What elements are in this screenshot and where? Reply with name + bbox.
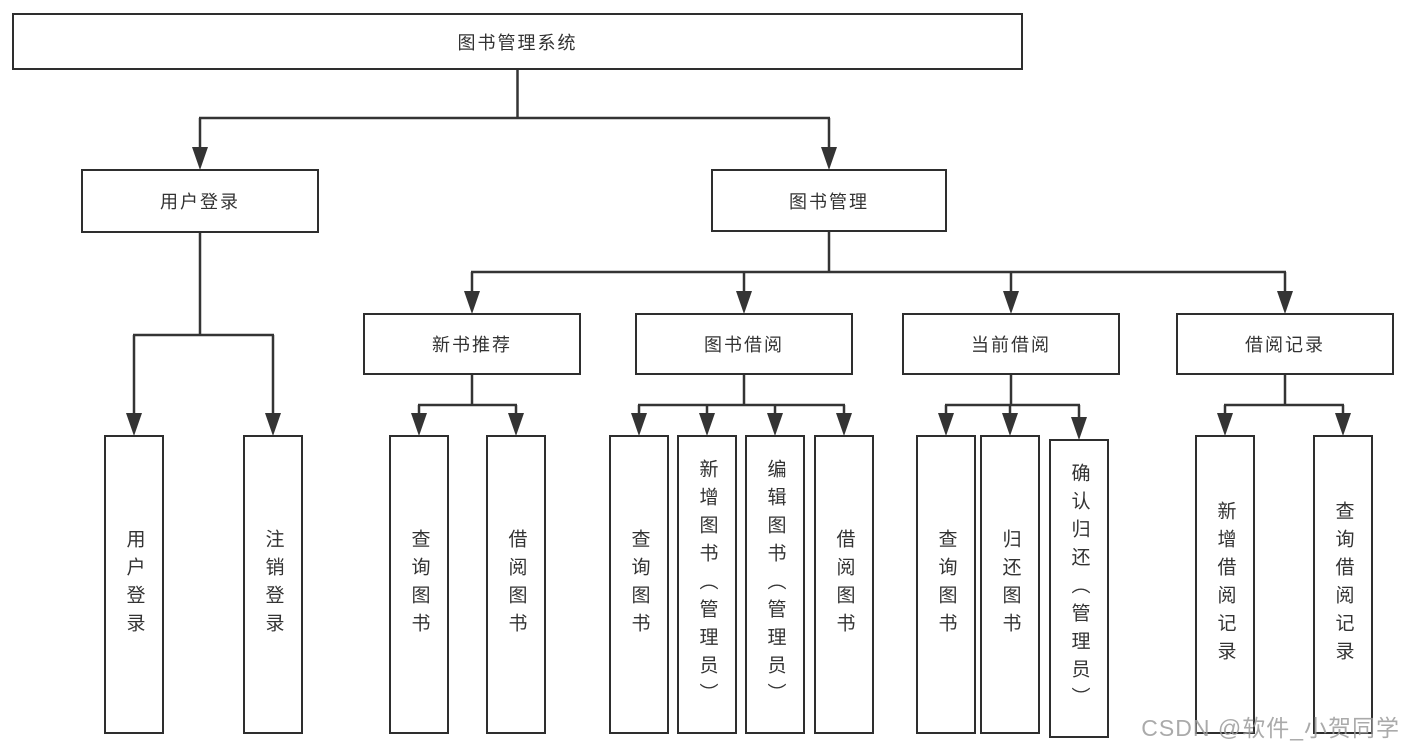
node-leaf-logout: 注销登录 xyxy=(243,435,303,734)
node-label-cat-new-books: 新书推荐 xyxy=(432,335,512,355)
node-leaf-cur-query: 查询图书 xyxy=(916,435,976,734)
node-label-leaf-rec-add: 新增借阅记录 xyxy=(1214,500,1236,669)
node-leaf-new-query: 查询图书 xyxy=(389,435,449,734)
node-leaf-bor-edit: 编辑图书（管理员） xyxy=(745,435,805,734)
watermark: CSDN @软件_小贺同学 xyxy=(1141,715,1400,741)
node-leaf-cur-confirm: 确认归还（管理员） xyxy=(1049,439,1109,738)
node-label-leaf-bor-query: 查询图书 xyxy=(628,528,650,641)
node-cat-records: 借阅记录 xyxy=(1176,313,1394,375)
node-book-mgmt: 图书管理 xyxy=(711,169,947,232)
node-label-leaf-bor-add: 新增图书（管理员） xyxy=(696,458,718,711)
node-leaf-rec-query: 查询借阅记录 xyxy=(1313,435,1373,734)
node-label-cat-current: 当前借阅 xyxy=(971,335,1051,355)
node-label-leaf-new-borrow: 借阅图书 xyxy=(505,528,527,641)
node-leaf-bor-query: 查询图书 xyxy=(609,435,669,734)
node-root: 图书管理系统 xyxy=(12,13,1023,70)
node-leaf-login: 用户登录 xyxy=(104,435,164,734)
node-label-root: 图书管理系统 xyxy=(457,32,578,53)
node-label-leaf-cur-confirm: 确认归还（管理员） xyxy=(1068,462,1090,715)
node-user-login: 用户登录 xyxy=(81,169,319,233)
node-label-leaf-bor-edit: 编辑图书（管理员） xyxy=(764,458,786,711)
node-label-leaf-cur-return: 归还图书 xyxy=(999,528,1021,641)
node-leaf-rec-add: 新增借阅记录 xyxy=(1195,435,1255,734)
node-label-leaf-login: 用户登录 xyxy=(123,528,145,641)
node-leaf-new-borrow: 借阅图书 xyxy=(486,435,546,734)
node-cat-borrowing: 图书借阅 xyxy=(635,313,853,375)
node-label-book-mgmt: 图书管理 xyxy=(789,191,869,212)
node-leaf-bor-add: 新增图书（管理员） xyxy=(677,435,737,734)
node-label-leaf-new-query: 查询图书 xyxy=(408,528,430,641)
node-leaf-bor-borrow: 借阅图书 xyxy=(814,435,874,734)
node-label-leaf-cur-query: 查询图书 xyxy=(935,528,957,641)
node-cat-current: 当前借阅 xyxy=(902,313,1120,375)
node-label-cat-borrowing: 图书借阅 xyxy=(704,335,784,355)
node-label-leaf-rec-query: 查询借阅记录 xyxy=(1332,500,1354,669)
node-label-cat-records: 借阅记录 xyxy=(1245,335,1325,355)
node-label-leaf-bor-borrow: 借阅图书 xyxy=(833,528,855,641)
node-label-user-login: 用户登录 xyxy=(160,192,240,212)
node-cat-new-books: 新书推荐 xyxy=(363,313,581,375)
node-label-leaf-logout: 注销登录 xyxy=(262,528,284,641)
node-leaf-cur-return: 归还图书 xyxy=(980,435,1040,734)
